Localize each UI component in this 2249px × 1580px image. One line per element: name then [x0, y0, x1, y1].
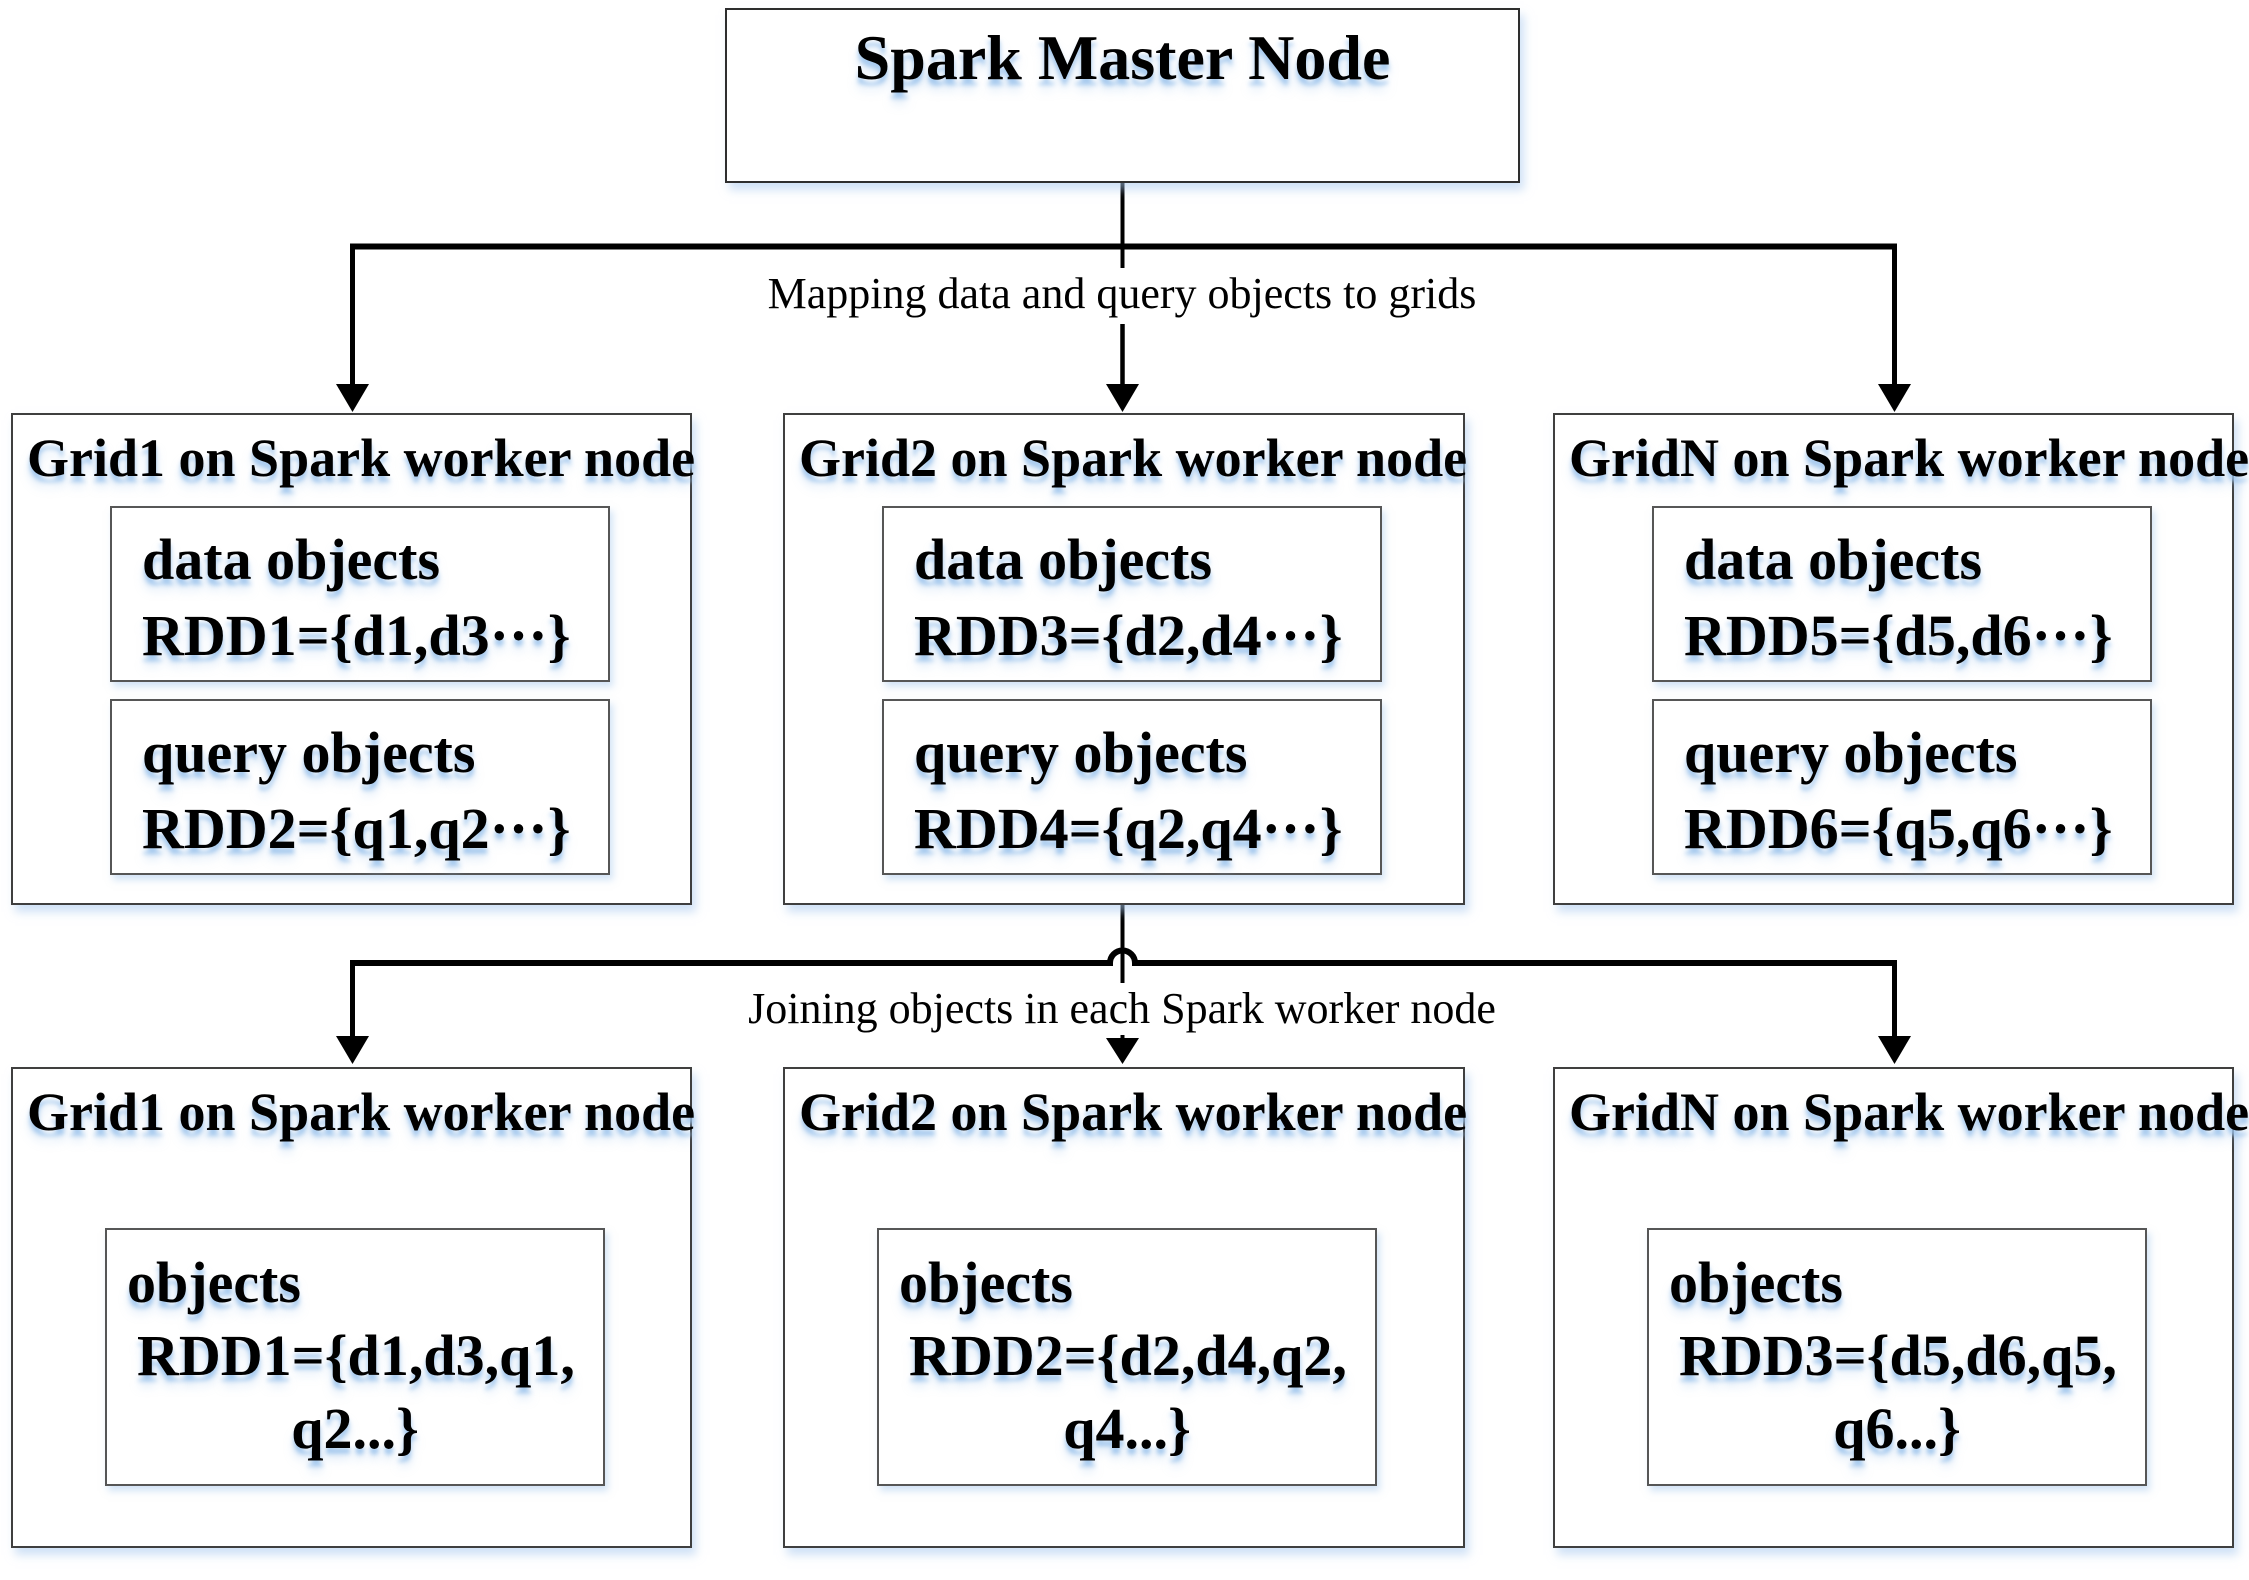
rdd-line: RDD2={q1,q2···} — [142, 796, 571, 861]
rdd-line: RDD1={d1,d3,q1, — [137, 1323, 575, 1388]
grid1-data-objects-box: data objects RDD1={d1,d3···} — [110, 506, 610, 682]
query-objects-label: query objects — [1684, 720, 2018, 785]
grid1-bottom-title: Grid1 on Spark worker node — [27, 1082, 696, 1142]
rdd-line: RDD5={d5,d6···} — [1684, 603, 2113, 668]
grid1-joined-objects-box: objects RDD1={d1,d3,q1, q2...} — [105, 1228, 605, 1486]
master-title: Spark Master Node — [854, 22, 1391, 93]
grid1-top-title: Grid1 on Spark worker node — [27, 428, 696, 488]
rdd-line: RDD3={d2,d4···} — [914, 603, 1343, 668]
rdd-line: RDD1={d1,d3···} — [142, 603, 571, 668]
grid2-data-objects-box: data objects RDD3={d2,d4···} — [882, 506, 1382, 682]
edge-row2-horizontal — [352, 947, 1895, 966]
grid2-top-box: Grid2 on Spark worker node data objects … — [783, 413, 1468, 905]
data-objects-label: data objects — [1684, 527, 1983, 592]
rdd-line-continued: q2...} — [291, 1396, 419, 1461]
rdd-line: RDD4={q2,q4···} — [914, 796, 1343, 861]
gridn-bottom-box: GridN on Spark worker node objects RDD3=… — [1553, 1067, 2249, 1548]
arrowhead-row2-mid — [1106, 1038, 1139, 1064]
rdd-line: RDD3={d5,d6,q5, — [1679, 1323, 2117, 1388]
grid2-bottom-title: Grid2 on Spark worker node — [799, 1082, 1468, 1142]
grid1-query-objects-box: query objects RDD2={q1,q2···} — [110, 699, 610, 875]
data-objects-label: data objects — [142, 527, 441, 592]
arrowhead-row1-right — [1878, 384, 1911, 412]
gridn-joined-objects-box: objects RDD3={d5,d6,q5, q6...} — [1647, 1228, 2147, 1486]
query-objects-label: query objects — [142, 720, 476, 785]
gridn-data-objects-box: data objects RDD5={d5,d6···} — [1652, 506, 2152, 682]
gridn-top-title: GridN on Spark worker node — [1569, 428, 2249, 488]
rdd-line: RDD6={q5,q6···} — [1684, 796, 2113, 861]
grid2-bottom-box: Grid2 on Spark worker node objects RDD2=… — [783, 1067, 1468, 1548]
grid2-top-title: Grid2 on Spark worker node — [799, 428, 1468, 488]
rdd-line-continued: q4...} — [1063, 1396, 1191, 1461]
spark-master-node-box: Spark Master Node — [725, 8, 1520, 183]
objects-label: objects — [1669, 1250, 1843, 1315]
rdd-line-continued: q6...} — [1833, 1396, 1961, 1461]
rdd-line: RDD2={d2,d4,q2, — [909, 1323, 1347, 1388]
grid2-joined-objects-box: objects RDD2={d2,d4,q2, q4...} — [877, 1228, 1377, 1486]
arrowhead-row1-mid — [1106, 384, 1139, 412]
gridn-top-box: GridN on Spark worker node data objects … — [1553, 413, 2249, 905]
gridn-bottom-title: GridN on Spark worker node — [1569, 1082, 2249, 1142]
mapping-edge-label: Mapping data and query objects to grids — [757, 268, 1487, 320]
objects-label: objects — [899, 1250, 1073, 1315]
grid2-query-objects-box: query objects RDD4={q2,q4···} — [882, 699, 1382, 875]
grid1-top-box: Grid1 on Spark worker node data objects … — [11, 413, 696, 905]
gridn-query-objects-box: query objects RDD6={q5,q6···} — [1652, 699, 2152, 875]
arrowhead-row1-left — [336, 384, 369, 412]
grid1-bottom-box: Grid1 on Spark worker node objects RDD1=… — [11, 1067, 696, 1548]
joining-edge-label: Joining objects in each Spark worker nod… — [738, 983, 1506, 1035]
objects-label: objects — [127, 1250, 301, 1315]
arrowhead-row2-right — [1878, 1036, 1911, 1064]
data-objects-label: data objects — [914, 527, 1213, 592]
arrowhead-row2-left — [336, 1036, 369, 1064]
query-objects-label: query objects — [914, 720, 1248, 785]
